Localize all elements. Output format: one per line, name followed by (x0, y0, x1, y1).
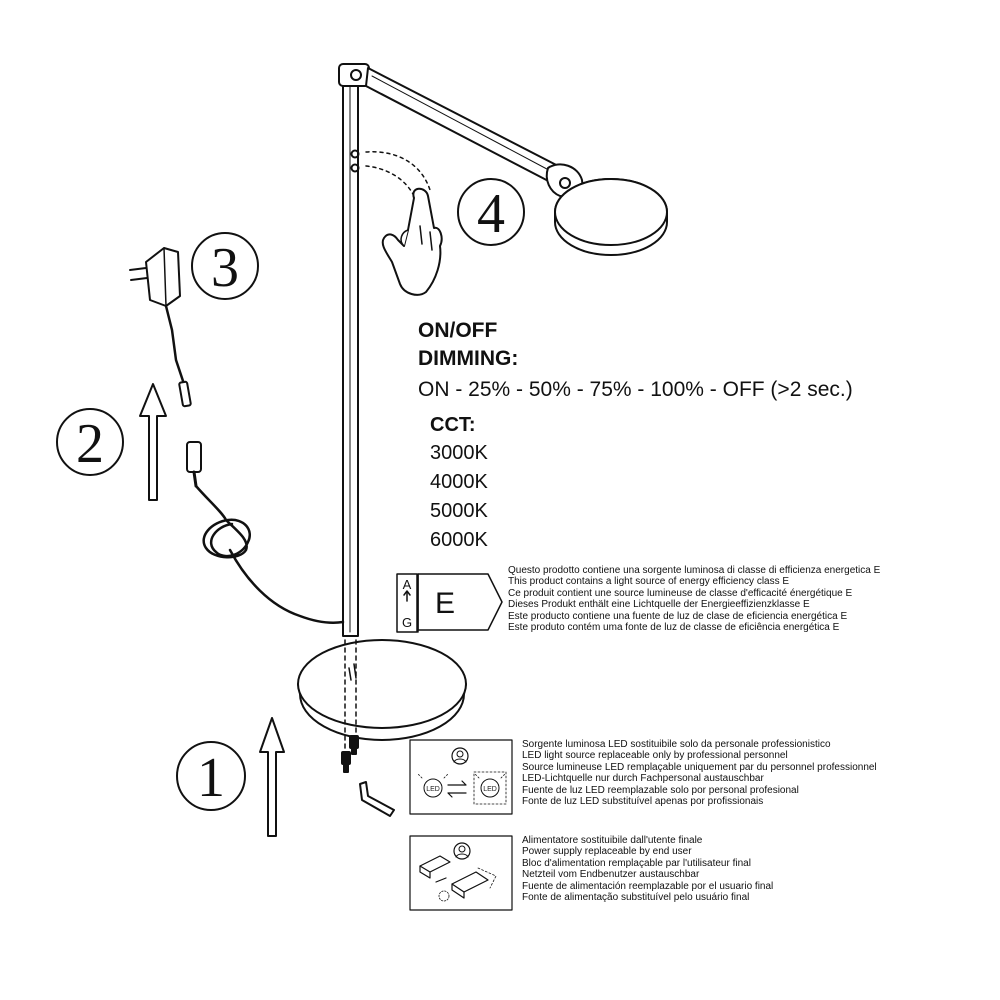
cct-value: 4000K (430, 471, 488, 493)
power-supply-text: Alimentatore sostituibile dall'utente fi… (522, 835, 773, 903)
cct-label: CCT: (430, 414, 476, 436)
touch-wave-lines (365, 151, 431, 197)
step-2-circle (56, 408, 124, 476)
floor-lamp-illustration (338, 63, 668, 637)
led-old-label: LED (426, 786, 440, 793)
step-1-number: 1 (197, 747, 225, 809)
step-3-number: 3 (211, 237, 239, 299)
energy-class-text: Questo prodotto contiene una sorgente lu… (508, 565, 880, 633)
dimming-sequence: ON - 25% - 50% - 75% - 100% - OFF (>2 se… (418, 378, 853, 401)
led-new-label: LED (483, 786, 497, 793)
energy-scale-top: A (403, 577, 412, 592)
step-4-number: 4 (477, 183, 505, 245)
energy-line: Ce produit contient une source lumineuse… (508, 587, 853, 599)
light-source-line: Fonte de luz LED substituível apenas por… (522, 796, 764, 808)
energy-line: Este producto contiene una fuente de luz… (508, 610, 848, 622)
power-adapter-icon (129, 247, 192, 408)
power-supply-line: Netzteil vom Endbenutzer austauschbar (522, 869, 700, 881)
step-3-circle (191, 232, 259, 300)
screw-guide-lines (344, 639, 357, 761)
cct-value: 3000K (430, 442, 488, 464)
power-supply-line: Power supply replaceable by end user (522, 846, 692, 858)
lamp-base-illustration (297, 639, 467, 741)
screw-icon (341, 735, 359, 773)
light-source-box (409, 739, 513, 815)
light-source-line: Fuente de luz LED reemplazable solo por … (522, 784, 799, 796)
light-source-line: Sorgente luminosa LED sostituibile solo … (522, 739, 831, 750)
dimming-label: DIMMING: (418, 347, 519, 370)
onoff-label: ON/OFF (418, 319, 498, 342)
power-supply-line: Fonte de alimentação substituível pelo u… (522, 892, 750, 904)
energy-scale-bottom: G (402, 615, 412, 630)
power-supply-line: Alimentatore sostituibile dall'utente fi… (522, 835, 703, 846)
hand-touch-icon (381, 187, 443, 296)
step-2-number: 2 (76, 413, 104, 475)
technician-icon (451, 747, 469, 765)
cct-values-list: 3000K 4000K 5000K 6000K (430, 439, 488, 555)
step-4-circle (457, 178, 525, 246)
cct-value: 6000K (430, 529, 488, 551)
arrow-up-icon (139, 383, 285, 837)
energy-class-letter: E (435, 587, 455, 620)
cable-illustration (186, 441, 345, 624)
energy-label-box (396, 573, 503, 633)
cct-value: 5000K (430, 500, 488, 522)
energy-line: Dieses Produkt enthält eine Lichtquelle … (508, 599, 810, 611)
step-1-circle (176, 741, 246, 811)
energy-line: This product contains a light source of … (508, 576, 790, 588)
light-source-line: LED light source replaceable only by pro… (522, 750, 788, 762)
power-supply-line: Bloc d'alimentation remplaçable par l'ut… (522, 857, 751, 869)
hex-key-icon (359, 781, 395, 817)
energy-line: Este produto contém uma fonte de luz de … (508, 622, 840, 634)
light-source-line: Source lumineuse LED remplaçable uniquem… (522, 761, 877, 773)
power-supply-line: Fuente de alimentación reemplazable por … (522, 880, 774, 892)
light-source-text: Sorgente luminosa LED sostituibile solo … (522, 739, 877, 807)
power-supply-box (409, 835, 513, 911)
energy-line: Questo prodotto contiene una sorgente lu… (508, 565, 881, 576)
light-source-line: LED-Lichtquelle nur durch Fachpersonal a… (522, 773, 764, 785)
